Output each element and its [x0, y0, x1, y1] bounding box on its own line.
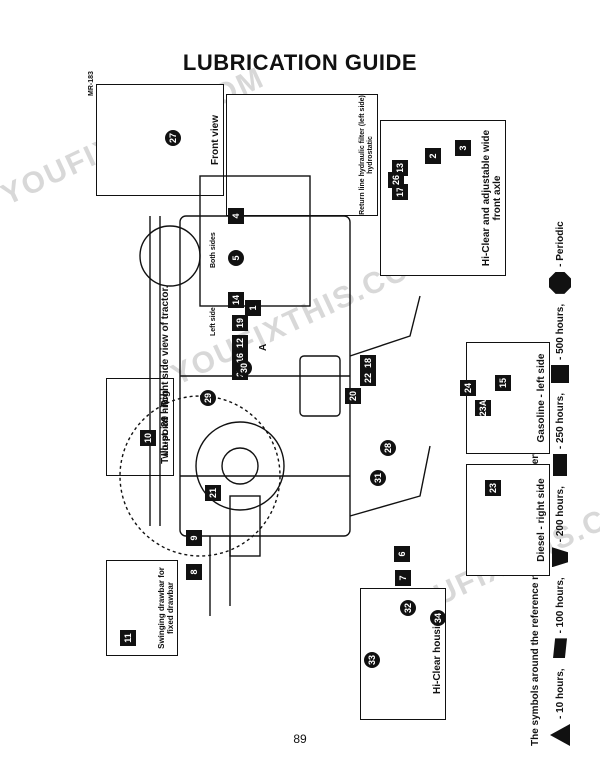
ref-badge: 11	[120, 630, 136, 646]
ref-badge: 19	[232, 315, 248, 331]
ref-badge: 24	[460, 380, 476, 396]
ref-badge: 7	[395, 570, 411, 586]
ref-badge: 22	[360, 370, 376, 386]
ref-badge: 32	[400, 600, 416, 616]
figure-code: MR-183	[88, 71, 95, 96]
ref-badge: 30	[236, 360, 252, 376]
ref-badge: 18	[360, 355, 376, 371]
figure-caption: Illust. 89 - Right side view of tractor.	[160, 285, 171, 456]
note-left-side: Left side	[210, 307, 217, 336]
page-number: 89	[293, 732, 307, 746]
ref-badge: 15	[495, 375, 511, 391]
ref-badge: 26	[388, 172, 404, 188]
ref-badge: 12	[232, 335, 248, 351]
ref-badge: 8	[186, 564, 202, 580]
ref-badge: 1	[245, 300, 261, 316]
ref-badge: 23A	[475, 400, 491, 416]
callout-a: A	[258, 343, 269, 351]
ref-badge: 10	[140, 430, 156, 446]
ref-badge: 9	[186, 530, 202, 546]
ref-badge: 31	[370, 470, 386, 486]
ref-badge: 34	[430, 610, 446, 626]
ref-badge: 4	[228, 208, 244, 224]
ref-badge: 14	[228, 292, 244, 308]
ref-badge: 33	[364, 652, 380, 668]
ref-badge: 2	[425, 148, 441, 164]
page-title: LUBRICATION GUIDE	[182, 50, 418, 75]
note-both-sides: Both sides	[210, 232, 217, 268]
ref-badge: 27	[165, 130, 181, 146]
ref-badge: 6	[394, 546, 410, 562]
ref-badge: 28	[380, 440, 396, 456]
ref-badge: 5	[228, 250, 244, 266]
ref-badge: 23	[485, 480, 501, 496]
ref-badge: 20	[345, 388, 361, 404]
ref-badge: 3	[455, 140, 471, 156]
ref-badge: 21	[205, 485, 221, 501]
ref-badge: 29	[200, 390, 216, 406]
